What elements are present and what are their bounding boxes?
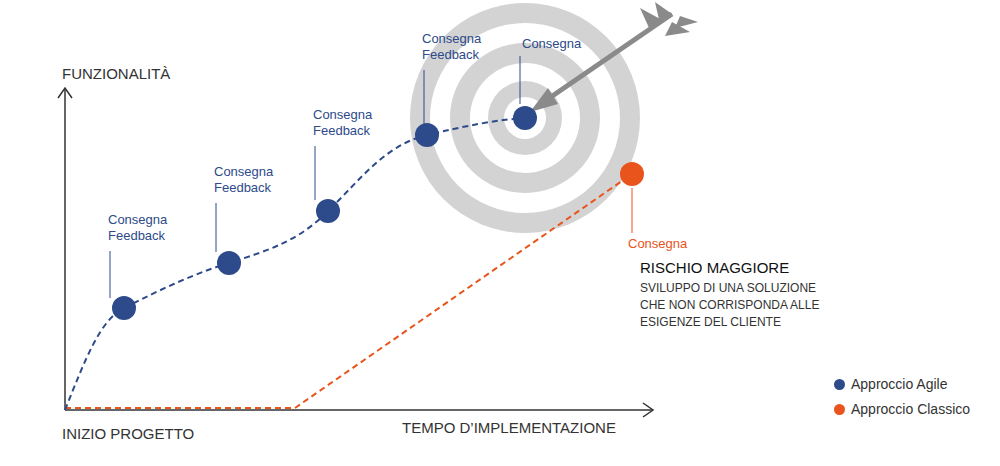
milestone-label: Consegna Feedback — [422, 31, 494, 63]
milestone-label: Consegna Feedback — [108, 212, 180, 244]
risk-heading: RISCHIO MAGGIORE — [640, 258, 789, 277]
delivery-dots — [112, 106, 644, 320]
arrow — [530, 2, 698, 112]
agile-path — [65, 118, 525, 410]
milestone-label: Consegna — [522, 36, 581, 52]
classic-path — [65, 174, 632, 408]
milestone-label: Consegna Feedback — [214, 164, 286, 196]
axis-label: FUNZIONALITÀ — [62, 64, 170, 83]
legend-entry: Approccio Agile — [834, 376, 948, 392]
target — [410, 3, 640, 233]
milestone-label: Consegna Feedback — [313, 107, 385, 139]
axis-label: TEMPO D’IMPLEMENTAZIONE — [402, 418, 616, 437]
risk-note: SVILUPPO DI UNA SOLUZIONE CHE NON CORRIS… — [640, 280, 820, 331]
legend-swatch — [834, 404, 845, 415]
milestone-label: Consegna — [628, 236, 687, 252]
legend-text: Approccio Agile — [851, 376, 948, 392]
legend-text: Approccio Classico — [851, 401, 970, 417]
axes — [58, 88, 653, 417]
legend-entry: Approccio Classico — [834, 401, 970, 417]
axis-label: INIZIO PROGETTO — [62, 424, 194, 443]
legend-swatch — [834, 379, 845, 390]
